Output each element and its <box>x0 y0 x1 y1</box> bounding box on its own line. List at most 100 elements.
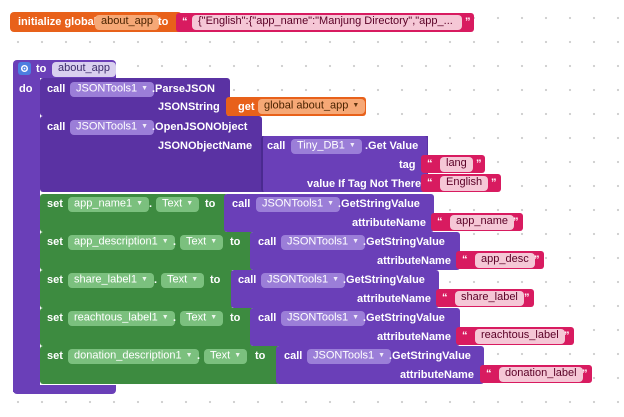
set-label: set <box>47 198 63 210</box>
attribute-open-quote: “ <box>437 216 443 228</box>
set-label: set <box>47 274 63 286</box>
chevron-down-icon: ▼ <box>161 238 169 245</box>
parse-component-dropdown[interactable]: JSONTools1▼ <box>70 82 155 97</box>
set-component-name: reachtous_label1 <box>74 311 158 324</box>
default-close-quote: ” <box>491 177 497 189</box>
initialize-global-label: initialize global <box>18 16 97 28</box>
get-string-method-label: .GetStringValue <box>343 274 425 286</box>
set-property-dropdown[interactable]: Text▼ <box>180 235 224 250</box>
get-string-component-name: JSONTools1 <box>287 311 349 324</box>
chevron-down-icon: ▼ <box>352 102 360 109</box>
init-string-value[interactable]: {"English":{"app_name":"Manjung Director… <box>192 15 462 30</box>
chevron-down-icon: ▼ <box>191 276 199 283</box>
chevron-down-icon: ▼ <box>234 352 242 359</box>
get-string-call-label: call <box>238 274 257 286</box>
attribute-string-value[interactable]: donation_label <box>499 367 583 382</box>
get-string-component-dropdown[interactable]: JSONTools1▼ <box>256 197 341 212</box>
procedure-footer <box>13 385 116 394</box>
set-component-dropdown[interactable]: donation_description1▼ <box>68 349 199 364</box>
set-label: set <box>47 312 63 324</box>
get-string-method-label: .GetStringValue <box>363 312 445 324</box>
attribute-close-quote: ” <box>513 216 519 228</box>
attribute-open-quote: “ <box>462 254 468 266</box>
chevron-down-icon: ▼ <box>161 314 169 321</box>
chevron-down-icon: ▼ <box>327 200 335 207</box>
get-string-component-name: JSONTools1 <box>267 273 329 286</box>
open-call-label: call <box>47 121 66 133</box>
attribute-open-quote: “ <box>486 368 492 380</box>
get-string-component-name: JSONTools1 <box>313 349 375 362</box>
set-property-name: Text <box>167 273 188 286</box>
set-dot-label: . <box>173 312 177 324</box>
set-property-dropdown[interactable]: Text▼ <box>161 273 205 288</box>
open-component-dropdown[interactable]: JSONTools1▼ <box>70 120 155 135</box>
attribute-open-quote: “ <box>462 330 468 342</box>
attribute-string-value[interactable]: reachtous_label <box>475 329 565 344</box>
get-label: get <box>238 101 255 113</box>
chevron-down-icon: ▼ <box>352 314 360 321</box>
set-property-name: Text <box>210 349 231 362</box>
chevron-down-icon: ▼ <box>141 276 148 283</box>
gear-icon[interactable] <box>18 62 31 75</box>
attribute-name-label: attributeName <box>377 255 451 267</box>
set-property-dropdown[interactable]: Text▼ <box>156 197 200 212</box>
procedure-body <box>13 76 40 392</box>
procedure-do-label: do <box>19 83 33 95</box>
set-to-label: to <box>255 350 266 362</box>
get-var-name: global about_app <box>264 99 349 112</box>
default-string-value[interactable]: English <box>440 176 489 191</box>
tinydb-call-label: call <box>267 140 286 152</box>
chevron-down-icon: ▼ <box>186 200 194 207</box>
attribute-string-value[interactable]: app_desc <box>475 253 535 268</box>
set-component-name: app_name1 <box>74 197 133 210</box>
parse-component-name: JSONTools1 <box>76 82 138 95</box>
open-param-label: JSONObjectName <box>158 140 253 152</box>
get-string-component-dropdown[interactable]: JSONTools1▼ <box>307 349 392 364</box>
get-string-call-label: call <box>258 312 277 324</box>
get-string-call-label: call <box>258 236 277 248</box>
global-var-name-field[interactable]: about_app <box>95 15 159 30</box>
chevron-down-icon: ▼ <box>332 276 340 283</box>
get-string-call-label: call <box>284 350 303 362</box>
init-string-close-quote: ” <box>465 16 471 28</box>
set-component-dropdown[interactable]: share_label1 ▼ <box>68 273 154 288</box>
attribute-close-quote: ” <box>534 254 540 266</box>
set-property-dropdown[interactable]: Text▼ <box>180 311 224 326</box>
set-component-dropdown[interactable]: app_description1▼ <box>68 235 175 250</box>
open-component-name: JSONTools1 <box>76 120 138 133</box>
chevron-down-icon: ▼ <box>378 352 386 359</box>
set-component-name: app_description1 <box>74 235 158 248</box>
attribute-close-quote: ” <box>524 292 530 304</box>
tag-open-quote: “ <box>427 158 433 170</box>
set-label: set <box>47 236 63 248</box>
get-string-component-dropdown[interactable]: JSONTools1▼ <box>261 273 346 288</box>
chevron-down-icon: ▼ <box>348 142 356 149</box>
attribute-name-label: attributeName <box>357 293 431 305</box>
get-string-component-dropdown[interactable]: JSONTools1▼ <box>281 235 366 250</box>
attribute-name-label: attributeName <box>400 369 474 381</box>
procedure-name-field[interactable]: about_app <box>52 62 116 77</box>
get-string-component-name: JSONTools1 <box>262 197 324 210</box>
set-dot-label: . <box>149 198 153 210</box>
set-component-name: share_label1 <box>74 273 137 286</box>
set-property-name: Text <box>162 197 183 210</box>
set-property-name: Text <box>186 235 207 248</box>
get-var-dropdown[interactable]: global about_app▼ <box>258 99 366 114</box>
set-component-dropdown[interactable]: app_name1▼ <box>68 197 150 212</box>
set-component-name: donation_description1 <box>74 349 182 362</box>
set-to-label: to <box>205 198 216 210</box>
attribute-close-quote: ” <box>582 368 588 380</box>
init-string-open-quote: “ <box>182 16 188 28</box>
tinydb-component-dropdown[interactable]: Tiny_DB1▼ <box>291 139 362 154</box>
attribute-string-value[interactable]: app_name <box>450 215 514 230</box>
set-component-dropdown[interactable]: reachtous_label1▼ <box>68 311 175 326</box>
tag-string-value[interactable]: lang <box>440 157 473 172</box>
parse-param-label: JSONString <box>158 101 220 113</box>
chevron-down-icon: ▼ <box>141 85 149 92</box>
set-to-label: to <box>230 312 241 324</box>
set-property-name: Text <box>186 311 207 324</box>
set-dot-label: . <box>197 350 201 362</box>
attribute-string-value[interactable]: share_label <box>455 291 524 306</box>
get-string-component-dropdown[interactable]: JSONTools1▼ <box>281 311 366 326</box>
set-property-dropdown[interactable]: Text▼ <box>204 349 248 364</box>
